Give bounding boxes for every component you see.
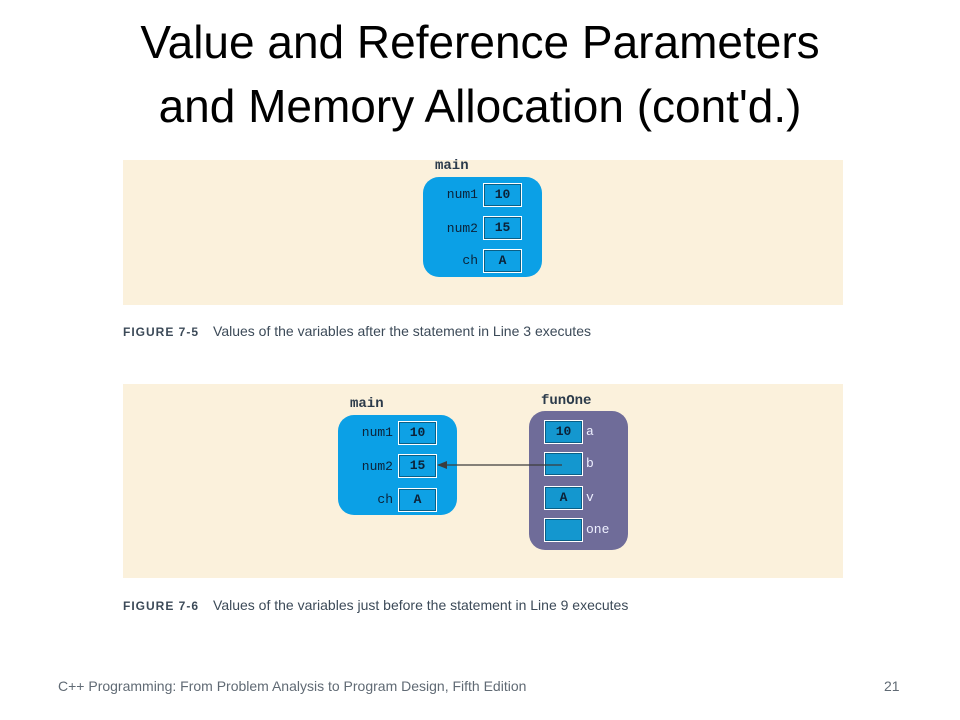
- fig1-main-label: main: [435, 158, 469, 174]
- fig2-var-value: [544, 518, 583, 542]
- fig2-var-value: A: [544, 486, 583, 510]
- fig1-var-value: A: [483, 249, 522, 273]
- fig2-var-value: A: [398, 488, 437, 512]
- figure-7-5-caption: FIGURE 7-5 Values of the variables after …: [123, 323, 591, 339]
- fig2-var-name: v: [586, 490, 594, 505]
- caption-text: Values of the variables after the statem…: [213, 323, 591, 339]
- fig2-var-value: 15: [398, 454, 437, 478]
- footer-text: C++ Programming: From Problem Analysis t…: [58, 678, 527, 694]
- fig1-var-name: num1: [446, 187, 478, 202]
- fig2-var-name: b: [586, 456, 594, 471]
- figure-7-6-caption: FIGURE 7-6 Values of the variables just b…: [123, 597, 628, 613]
- fig1-var-name: num2: [446, 221, 478, 236]
- title-line-2: and Memory Allocation (cont'd.): [158, 80, 802, 132]
- title-line-1: Value and Reference Parameters: [140, 16, 820, 68]
- page-number: 21: [884, 678, 900, 694]
- fig2-var-name: one: [586, 522, 610, 537]
- caption-figure-number: FIGURE 7-6: [123, 599, 200, 613]
- fig2-var-name: ch: [377, 492, 393, 507]
- fig2-var-name: num1: [361, 425, 393, 440]
- fig2-var-name: num2: [361, 459, 393, 474]
- fig2-funone-label: funOne: [541, 393, 592, 409]
- caption-text: Values of the variables just before the …: [213, 597, 629, 613]
- figure-7-6-panel: [123, 384, 843, 578]
- fig2-var-name: a: [586, 424, 594, 439]
- fig1-var-value: 10: [483, 183, 522, 207]
- slide-title: Value and Reference Parameters and Memor…: [0, 10, 960, 138]
- fig1-var-value: 15: [483, 216, 522, 240]
- fig2-var-value: 10: [544, 420, 583, 444]
- caption-figure-number: FIGURE 7-5: [123, 325, 200, 339]
- fig2-main-label: main: [350, 396, 384, 412]
- fig2-var-value: [544, 452, 583, 476]
- fig1-var-name: ch: [462, 253, 478, 268]
- fig2-var-value: 10: [398, 421, 437, 445]
- fig1-main-frame: [423, 177, 542, 277]
